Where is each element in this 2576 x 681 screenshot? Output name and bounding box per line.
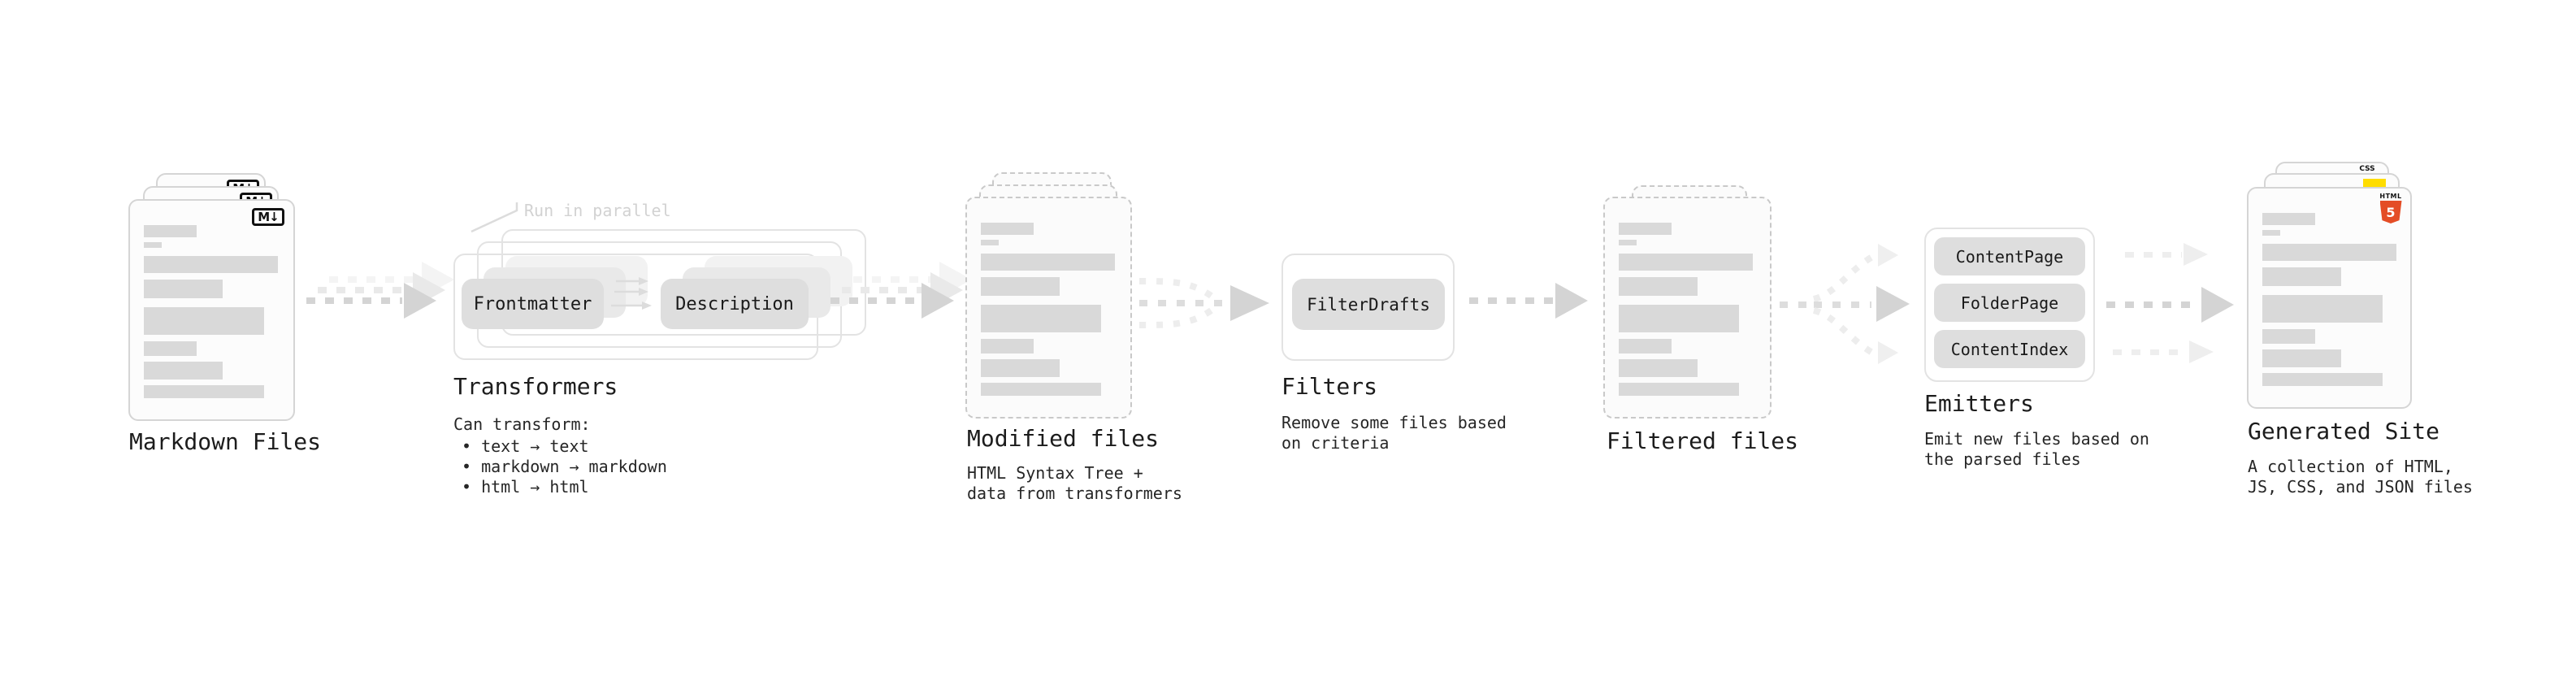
contentindex-emitter-chip: ContentIndex [1934,330,2085,368]
text-placeholder-bars [144,225,278,398]
html-file-card: HTML 5 [2247,187,2412,409]
transformers-bullet: • text → text [462,436,589,456]
contentpage-emitter-chip: ContentPage [1934,237,2085,275]
modified-files-label: Modified files [967,425,1160,452]
text-placeholder-bars [981,223,1115,396]
text-placeholder-bars [2262,213,2396,386]
transformers-bullet: • html → html [462,477,589,497]
modified-files-desc: data from transformers [967,484,1182,503]
generated-site-desc: A collection of HTML, [2248,457,2453,476]
generated-site-label: Generated Site [2248,418,2440,445]
markdown-files-label: Markdown Files [129,428,322,455]
flow-arrow-filters-to-filtered [1469,283,1588,319]
transformers-bullet: • markdown → markdown [462,457,667,476]
markdown-icon: M↓ [252,208,284,226]
emitters-label: Emitters [1924,390,2034,417]
flow-arrow-merge-to-filters [1138,278,1269,328]
transformers-desc-title: Can transform: [453,414,591,434]
transformers-label: Transformers [453,373,618,400]
modified-files-desc: HTML Syntax Tree + [967,463,1143,483]
emitters-desc: the parsed files [1924,449,2081,469]
filterdrafts-chip: FilterDrafts [1292,279,1445,330]
run-in-parallel-note: Run in parallel [524,201,671,220]
description-transformer-chip: Description [661,279,809,329]
text-placeholder-bars [1619,223,1753,396]
filtered-files-label: Filtered files [1607,427,1799,454]
generated-site-desc: JS, CSS, and JSON files [2248,477,2473,497]
filtered-file-card-front [1603,197,1772,419]
filters-desc: on criteria [1281,433,1390,453]
parallel-arrows-icon [611,277,652,310]
emitters-desc: Emit new files based on [1924,429,2149,449]
markdown-file-card-front: M↓ [128,199,295,421]
filters-desc: Remove some files based [1281,413,1507,432]
filters-label: Filters [1281,373,1378,400]
flow-arrow-split-to-emitters [1780,244,1910,364]
modified-file-card-front [965,197,1132,419]
js-icon [2363,179,2386,189]
html5-icon: HTML 5 [2379,193,2403,223]
frontmatter-transformer-chip: Frontmatter [462,279,604,329]
folderpage-emitter-chip: FolderPage [1934,284,2085,322]
callout-line [471,202,518,233]
